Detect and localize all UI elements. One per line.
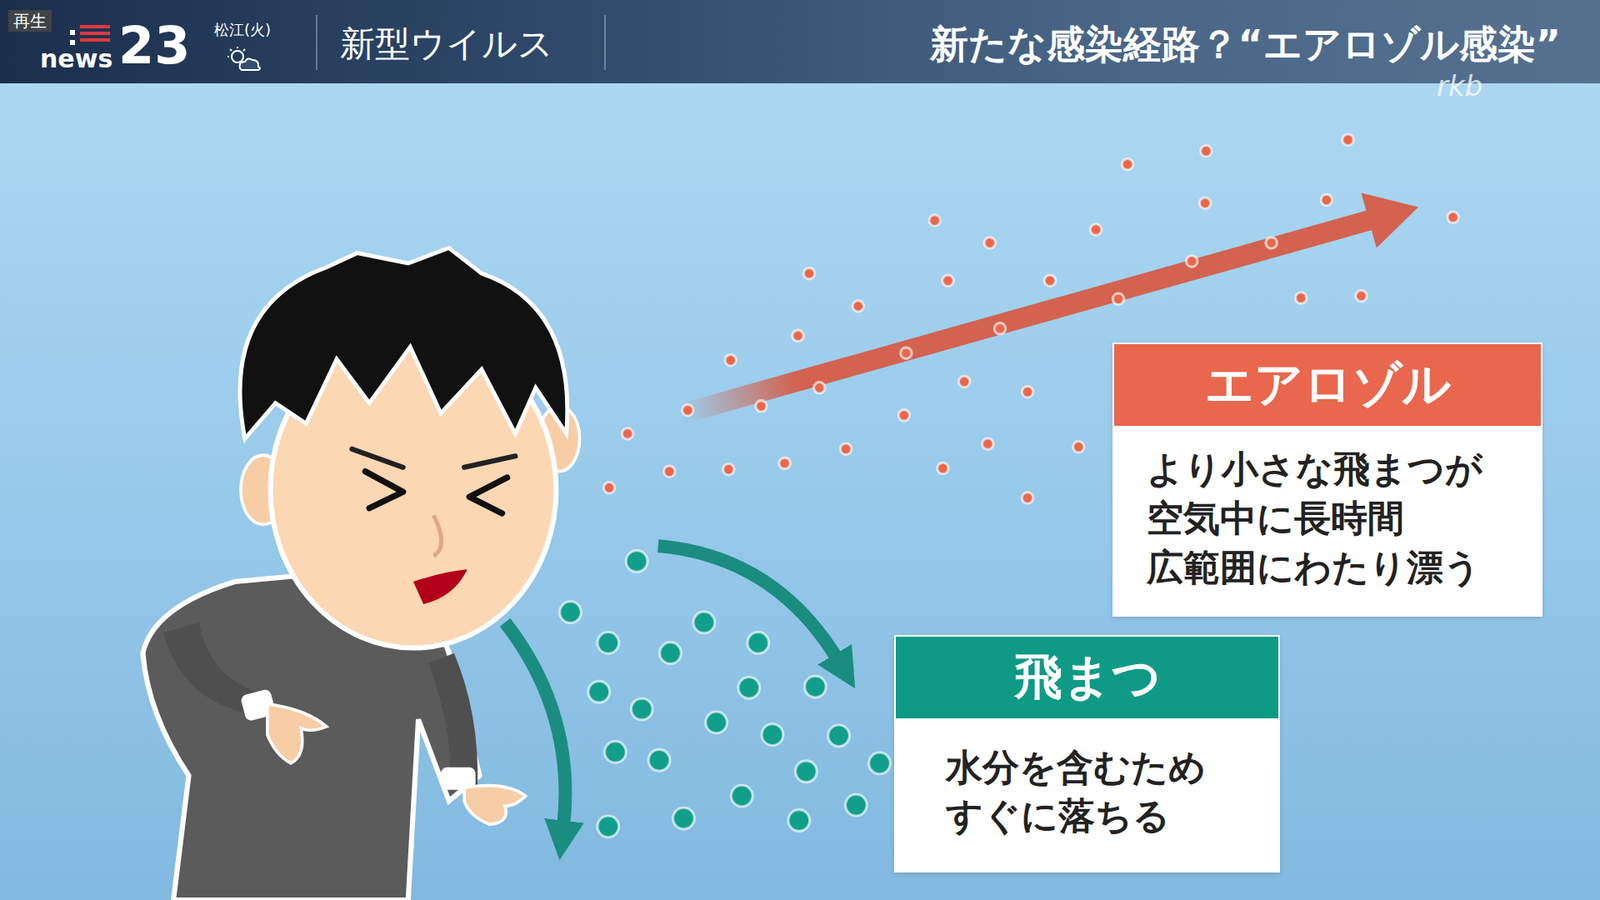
aerosol-arrowhead [1360,192,1419,248]
aerosol-particle [1044,275,1055,286]
droplet-particle [788,810,810,832]
aerosol-particle [1320,194,1332,205]
aerosol-particle [803,267,815,279]
aerosol-particle [792,330,804,341]
logo-stripe [80,38,110,42]
droplet-particle [805,675,827,698]
aerosol-particle [937,462,949,474]
aerosol-particle [1447,211,1459,223]
logo-number: 23 [118,20,190,72]
aerosol-particle [1200,145,1212,156]
aerosol-particle [1185,255,1197,267]
aerosol-particle [1295,292,1306,304]
aerosol-particle [1121,158,1133,170]
droplet-particle [730,785,753,807]
aerosol-particle [900,347,912,359]
droplet-particle [648,749,670,771]
aerosol-particle [994,323,1005,335]
droplet-particle [673,807,695,830]
aerosol-particle [664,465,675,477]
weather-city: 松江(火) [214,22,271,38]
aerosol-particle [958,375,970,387]
aerosol-particle [621,428,633,440]
aerosol-particle [603,482,615,494]
box-body: 水分を含むため すぐに落ちる [895,718,1279,871]
droplet-particle [845,794,867,816]
droplet-particle [869,752,891,775]
logo-dot [70,30,75,35]
aerosol-particle [852,300,864,312]
droplet-particle [747,632,770,655]
aerosol-particle [1021,385,1033,397]
box-body: より小さな飛まつが 空気中に長時間 広範囲にわたり漂う [1114,425,1541,615]
aerosol-particle [982,438,994,450]
aerosol-particle [779,457,790,469]
logo-dot [70,40,75,45]
droplet-particle [738,676,760,699]
aerosol-particle [1199,197,1210,209]
droplet-particle [605,741,627,764]
weather-icon [227,46,260,70]
box-heading: 飛まつ [895,636,1279,719]
logo-stripe [80,31,110,35]
aerosol-particle [898,410,910,421]
separator [604,15,606,70]
aerosol-particle [1073,441,1085,453]
aerosol-particle [725,355,736,366]
droplet-particle [625,550,648,573]
separator [315,15,318,70]
logo-stripe [80,25,110,29]
logo-text: news [40,46,113,72]
aerosol-particle [1342,134,1354,145]
droplet-particle [597,632,620,655]
aerosol-particle [1265,237,1277,249]
aerosol-particle [682,405,694,416]
aerosol-particle [1112,293,1124,305]
aerosol-particle [840,443,851,455]
info-box: エアロゾルより小さな飛まつが 空気中に長時間 広範囲にわたり漂う [1112,342,1543,617]
droplet-particle [761,724,784,746]
droplet-particle [705,711,728,734]
aerosol-particle [1090,224,1101,235]
aerosol-particle [1021,492,1033,504]
droplet-particle [560,601,582,624]
box-heading: エアロゾル [1114,344,1541,426]
droplet-particle [597,815,620,838]
info-box: 飛まつ水分を含むため すぐに落ちる [894,635,1280,873]
aerosol-particle [814,382,825,394]
aerosol-particle [755,400,767,412]
player-badge: 再生 [8,10,52,32]
aerosol-particle [723,464,735,475]
section-name: 新型ウイルス [340,26,554,62]
aerosol-particle [942,275,954,286]
droplet-particle [693,611,715,634]
droplet-particle [828,725,850,747]
aerosol-particle [984,237,995,249]
droplet-particle [588,680,610,703]
person-figure [142,248,580,900]
droplet-particle [660,642,682,665]
aerosol-particle [929,215,940,226]
droplet-particle [795,760,817,783]
title: 新たな感染経路？“エアロゾル感染” [930,25,1561,64]
aerosol-particle [1355,290,1367,301]
droplet-particle [630,698,653,720]
watermark: rkb [1436,71,1483,100]
droplet-arrow [658,545,840,661]
